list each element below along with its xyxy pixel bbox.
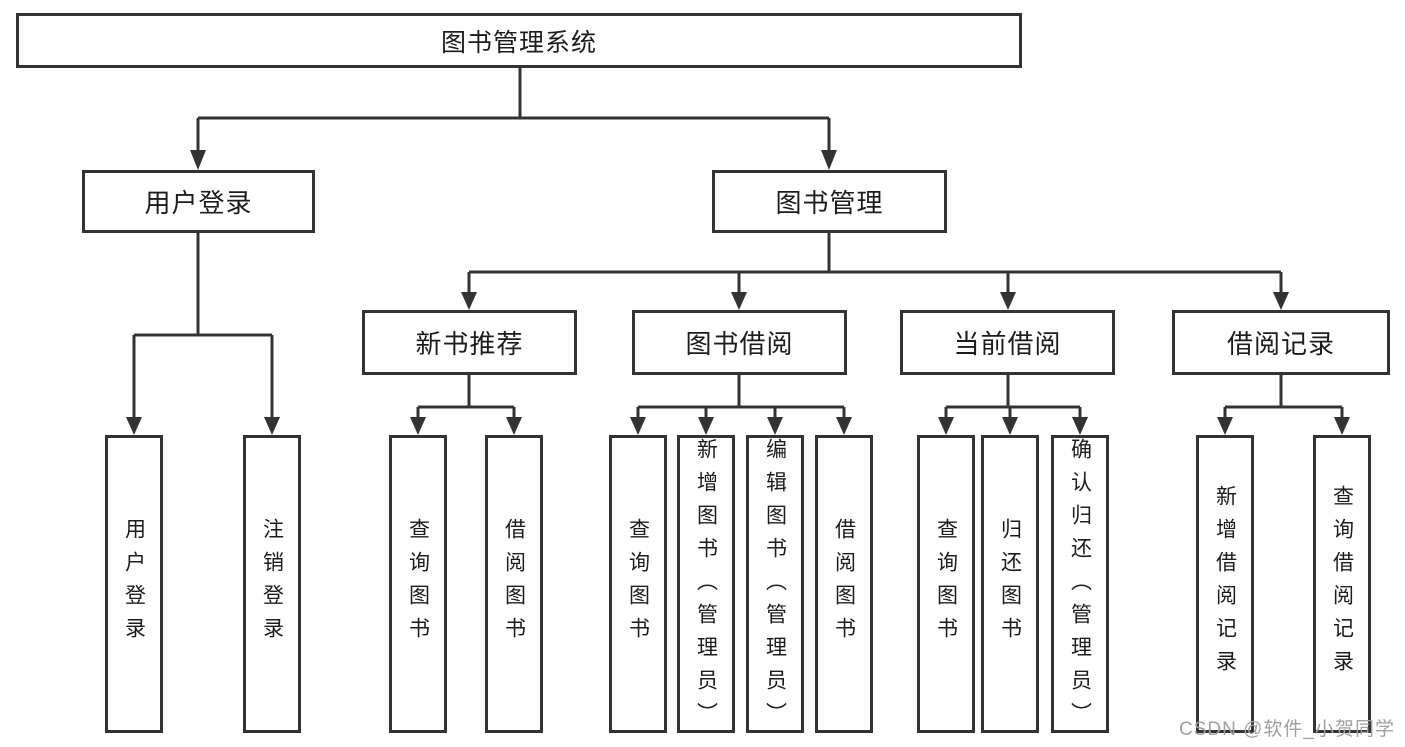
node-leaf-query-books-1: 查询图书 (389, 435, 447, 733)
leaf-label: 新增图书（管理员） (694, 438, 718, 735)
node-leaf-edit-book-admin: 编辑图书（管理员） (746, 435, 804, 735)
leaf-label: 借阅图书 (502, 518, 526, 650)
node-user-login-group: 用户登录 (82, 170, 315, 233)
node-leaf-confirm-return-admin: 确认归还（管理员） (1051, 435, 1109, 735)
node-leaf-query-borrow-record: 查询借阅记录 (1313, 435, 1371, 733)
node-book-management: 图书管理 (712, 170, 947, 233)
leaf-label: 查询图书 (626, 518, 650, 650)
leaf-label: 查询图书 (406, 518, 430, 650)
node-leaf-borrow-books-1: 借阅图书 (485, 435, 543, 733)
node-leaf-return-book: 归还图书 (981, 435, 1039, 733)
leaf-label: 用户登录 (122, 518, 146, 650)
node-current-borrowing: 当前借阅 (900, 310, 1115, 375)
node-leaf-query-books-2: 查询图书 (609, 435, 667, 733)
node-leaf-user-login: 用户登录 (105, 435, 163, 733)
leaf-label: 注销登录 (260, 518, 284, 650)
node-leaf-borrow-books-2: 借阅图书 (815, 435, 873, 733)
leaf-label: 查询图书 (934, 518, 958, 650)
node-leaf-add-book-admin: 新增图书（管理员） (677, 435, 735, 735)
node-leaf-query-books-3: 查询图书 (917, 435, 975, 733)
csdn-watermark: CSDN @软件_小贺同学 (1179, 719, 1395, 740)
leaf-label: 编辑图书（管理员） (763, 438, 787, 735)
node-root: 图书管理系统 (16, 13, 1022, 68)
leaf-label: 确认归还（管理员） (1068, 438, 1092, 735)
leaf-label: 归还图书 (998, 518, 1022, 650)
node-leaf-logout: 注销登录 (243, 435, 301, 733)
node-new-book-recommendation: 新书推荐 (362, 310, 577, 375)
node-borrowing-records: 借阅记录 (1172, 310, 1390, 375)
leaf-label: 查询借阅记录 (1330, 485, 1354, 683)
node-book-borrowing: 图书借阅 (632, 310, 847, 375)
leaf-label: 借阅图书 (832, 518, 856, 650)
node-leaf-add-borrow-record: 新增借阅记录 (1196, 435, 1254, 733)
leaf-label: 新增借阅记录 (1213, 485, 1237, 683)
